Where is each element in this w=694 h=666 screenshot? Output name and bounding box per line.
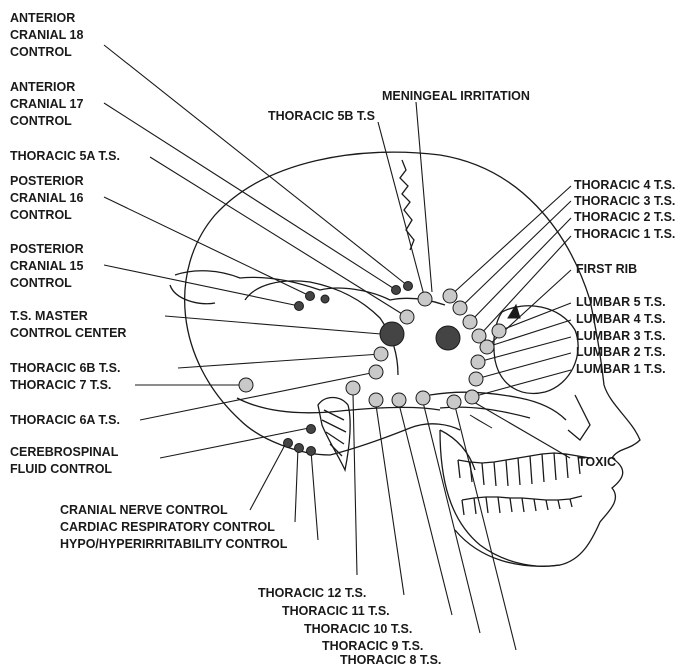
- leader-hypo: [311, 451, 318, 540]
- leader-lines: [104, 45, 571, 650]
- label-t7: THORACIC 7 T.S.: [10, 378, 111, 392]
- leader-pc16: [104, 197, 310, 296]
- point-t11: [369, 393, 383, 407]
- labels-left: ANTERIOR CRANIAL 18 CONTROL ANTERIOR CRA…: [10, 11, 288, 551]
- point-t2: [463, 315, 477, 329]
- leader-l2: [476, 353, 571, 379]
- point-t7: [239, 378, 253, 392]
- label-t3: THORACIC 3 T.S.: [574, 194, 675, 208]
- label-ac17-3: CONTROL: [10, 114, 72, 128]
- point-cranial-nerve: [284, 439, 293, 448]
- point-t8: [447, 395, 461, 409]
- reflex-points: [239, 282, 506, 456]
- label-l4: LUMBAR 4 T.S.: [576, 312, 666, 326]
- point-master-right: [436, 326, 460, 350]
- point-csf: [307, 425, 316, 434]
- leader-master: [165, 316, 381, 334]
- label-master-2: CONTROL CENTER: [10, 326, 126, 340]
- label-master-1: T.S. MASTER: [10, 309, 88, 323]
- label-first-rib: FIRST RIB: [576, 262, 637, 276]
- labels-bottom: THORACIC 12 T.S. THORACIC 11 T.S. THORAC…: [258, 586, 441, 666]
- label-pc16-1: POSTERIOR: [10, 174, 84, 188]
- point-t4: [443, 289, 457, 303]
- label-l3: LUMBAR 3 T.S.: [576, 329, 666, 343]
- leader-t12: [353, 394, 357, 575]
- leader-l1: [472, 370, 571, 397]
- label-l5: LUMBAR 5 T.S.: [576, 295, 666, 309]
- point-ac18: [404, 282, 413, 291]
- label-l1: LUMBAR 1 T.S.: [576, 362, 666, 376]
- point-pc16: [306, 292, 315, 301]
- leader-ac18: [104, 45, 408, 286]
- point-master-left: [380, 322, 404, 346]
- leader-cranial-nerve: [250, 443, 286, 510]
- label-pc16-2: CRANIAL 16: [10, 191, 83, 205]
- point-l5: [492, 324, 506, 338]
- leader-t11: [376, 405, 404, 595]
- leader-t5a: [150, 157, 407, 317]
- label-l2: LUMBAR 2 T.S.: [576, 345, 666, 359]
- point-hypo: [307, 447, 316, 456]
- point-t10: [392, 393, 406, 407]
- label-csf-2: FLUID CONTROL: [10, 462, 112, 476]
- label-cardiac: CARDIAC RESPIRATORY CONTROL: [60, 520, 275, 534]
- label-t2: THORACIC 2 T.S.: [574, 210, 675, 224]
- leader-meningeal: [416, 102, 432, 292]
- label-pc15-2: CRANIAL 15: [10, 259, 83, 273]
- point-t5a: [400, 310, 414, 324]
- label-t12: THORACIC 12 T.S.: [258, 586, 366, 600]
- label-t8: THORACIC 8 T.S.: [340, 653, 441, 666]
- point-t3: [453, 301, 467, 315]
- label-pc16-3: CONTROL: [10, 208, 72, 222]
- point-extra: [321, 295, 329, 303]
- leader-t5b: [378, 122, 425, 299]
- leader-cardiac: [295, 448, 298, 522]
- label-ac17-1: ANTERIOR: [10, 80, 75, 94]
- point-pc15: [295, 302, 304, 311]
- label-t5a: THORACIC 5A T.S.: [10, 149, 120, 163]
- label-pc15-3: CONTROL: [10, 276, 72, 290]
- leader-t6a: [140, 372, 376, 420]
- label-ac17-2: CRANIAL 17: [10, 97, 83, 111]
- point-t5b: [418, 292, 432, 306]
- label-t6b: THORACIC 6B T.S.: [10, 361, 120, 375]
- leader-toxic: [472, 401, 570, 458]
- label-t11: THORACIC 11 T.S.: [282, 604, 390, 618]
- label-ac18-2: CRANIAL 18: [10, 28, 83, 42]
- label-csf-1: CEREBROSPINAL: [10, 445, 119, 459]
- label-t10: THORACIC 10 T.S.: [304, 622, 412, 636]
- point-ac17: [392, 286, 401, 295]
- label-hypo: HYPO/HYPERIRRITABILITY CONTROL: [60, 537, 288, 551]
- skull-outline: [170, 152, 640, 566]
- point-t12: [346, 381, 360, 395]
- leader-t10: [399, 404, 452, 615]
- point-l1: [465, 390, 479, 404]
- label-toxic: TOXIC: [578, 455, 616, 469]
- label-ac18-3: CONTROL: [10, 45, 72, 59]
- label-t5b: THORACIC 5B T.S: [268, 109, 375, 123]
- label-cranial-nerve: CRANIAL NERVE CONTROL: [60, 503, 228, 517]
- point-t6b: [374, 347, 388, 361]
- point-cardiac: [295, 444, 304, 453]
- leader-t4: [450, 186, 571, 296]
- label-t9: THORACIC 9 T.S.: [322, 639, 423, 653]
- label-t1: THORACIC 1 T.S.: [574, 227, 675, 241]
- label-meningeal: MENINGEAL IRRITATION: [382, 89, 530, 103]
- label-pc15-1: POSTERIOR: [10, 242, 84, 256]
- label-t4: THORACIC 4 T.S.: [574, 178, 675, 192]
- leader-t6b: [178, 354, 381, 368]
- point-l4: [480, 340, 494, 354]
- point-t9: [416, 391, 430, 405]
- point-l2: [469, 372, 483, 386]
- leader-ac17: [104, 103, 396, 290]
- label-t6a: THORACIC 6A T.S.: [10, 413, 120, 427]
- label-ac18-1: ANTERIOR: [10, 11, 75, 25]
- point-l3: [471, 355, 485, 369]
- point-t6a: [369, 365, 383, 379]
